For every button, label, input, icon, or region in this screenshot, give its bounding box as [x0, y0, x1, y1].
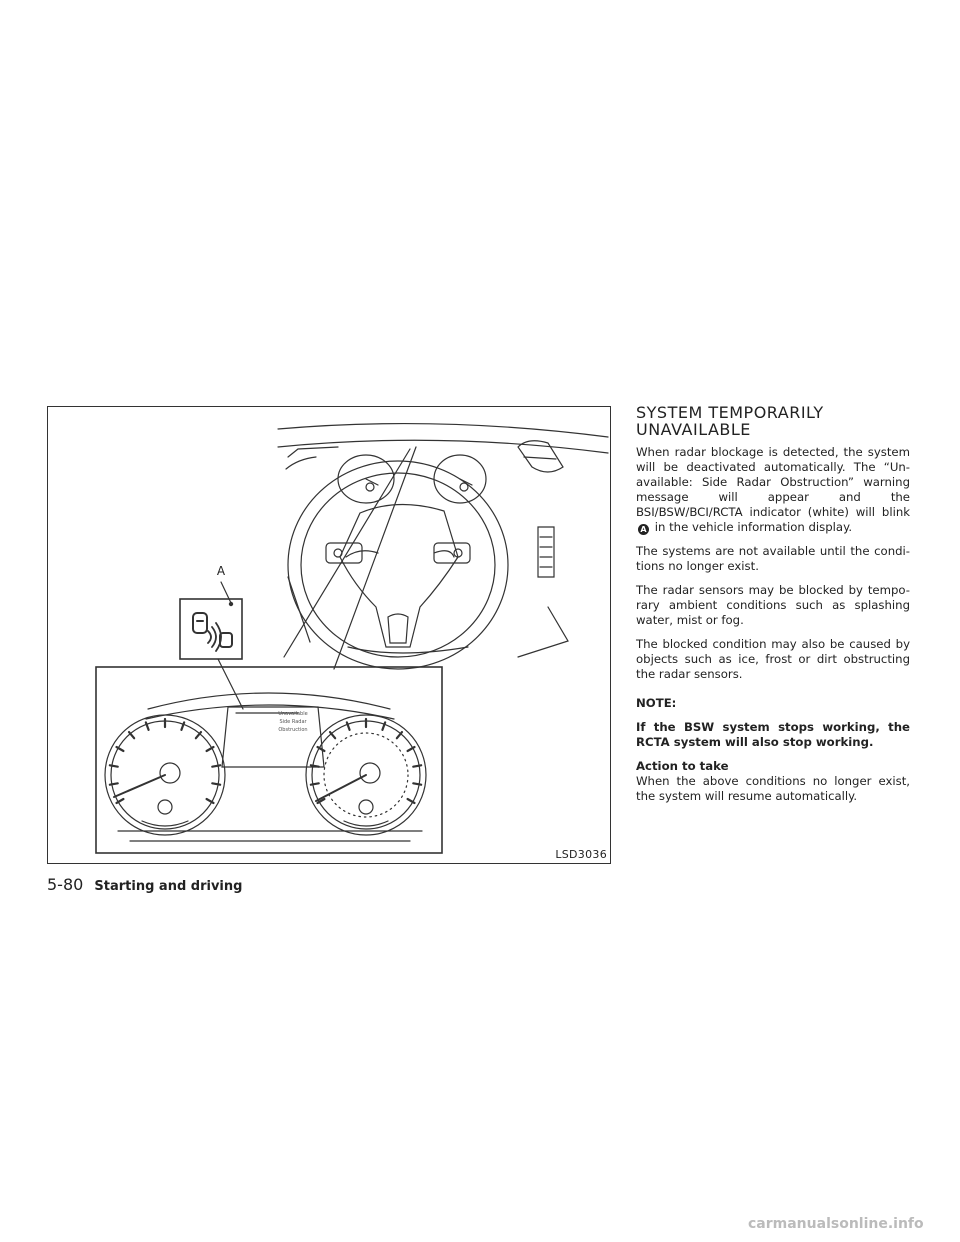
gauge-tick — [180, 721, 186, 731]
gauge-tick — [412, 764, 423, 768]
gauge-tick — [309, 782, 320, 786]
note-label: NOTE: — [636, 696, 677, 710]
figure-code: LSD3036 — [555, 848, 607, 861]
paragraph-1: When radar blockage is detected, the sys… — [636, 445, 910, 535]
callout-label-a: A — [216, 564, 226, 578]
gauge-tick — [316, 745, 326, 753]
gauge-tick — [108, 764, 119, 768]
gauge-tick — [205, 745, 215, 753]
cluster-warning-message: Unavailable Side Radar Obstruction — [256, 710, 330, 734]
gauge-tick — [345, 721, 351, 731]
action-text: When the above conditions no longer exis… — [636, 774, 910, 803]
text-column: SYSTEM TEMPORARILY UNAVAILABLE When rada… — [636, 404, 910, 813]
page-footer: 5-80 Starting and driving — [47, 875, 242, 894]
gauge-tick — [115, 745, 125, 753]
paragraph-3: The radar sensors may be blocked by temp… — [636, 583, 910, 627]
cluster-message-line: Obstruction — [278, 727, 308, 733]
section-heading: SYSTEM TEMPORARILY UNAVAILABLE — [636, 404, 910, 438]
section-title: Starting and driving — [94, 879, 243, 894]
callout-marker-a: A — [638, 524, 649, 535]
gauge-tick — [205, 797, 215, 805]
gauge-tick — [316, 797, 326, 805]
paragraph-4: The blocked condition may also be caused… — [636, 637, 910, 681]
gauge-tick — [412, 782, 423, 786]
action-title: Action to take — [636, 759, 729, 773]
paragraph-1-text: When radar blockage is detected, the sys… — [636, 445, 910, 519]
gauge-tick — [395, 731, 404, 740]
watermark: carmanualsonline.info — [748, 1216, 924, 1232]
paragraph-2: The systems are not available until the … — [636, 544, 910, 573]
gauge-tick — [309, 764, 320, 768]
gauge-tick — [108, 782, 119, 786]
paragraph-1-tail: in the vehicle information display. — [654, 520, 853, 534]
action-block: Action to take When the above conditions… — [636, 759, 910, 804]
page-number: 5-80 — [47, 875, 84, 894]
gauge-tick — [211, 782, 222, 786]
dashboard-illustration — [95, 422, 609, 854]
gauge-tick — [144, 721, 150, 731]
heading-line-1: SYSTEM TEMPORARILY — [636, 403, 824, 422]
gauge-tick — [328, 731, 337, 740]
illustration-figure: A Unavailable Side Radar Obstruction LSD… — [47, 406, 611, 864]
gauge-tick — [194, 731, 203, 740]
note-text: If the BSW system stops working, the RCT… — [636, 720, 910, 749]
gauge-tick — [127, 731, 136, 740]
gauge-tick — [211, 764, 222, 768]
gauge-tick — [406, 797, 416, 805]
cluster-message-line: Unavailable — [278, 711, 308, 717]
cluster-message-line: Side Radar — [279, 719, 307, 725]
gauge-tick — [381, 721, 387, 731]
gauge-tick — [115, 797, 125, 805]
heading-line-2: UNAVAILABLE — [636, 420, 751, 439]
gauge-tick — [406, 745, 416, 753]
